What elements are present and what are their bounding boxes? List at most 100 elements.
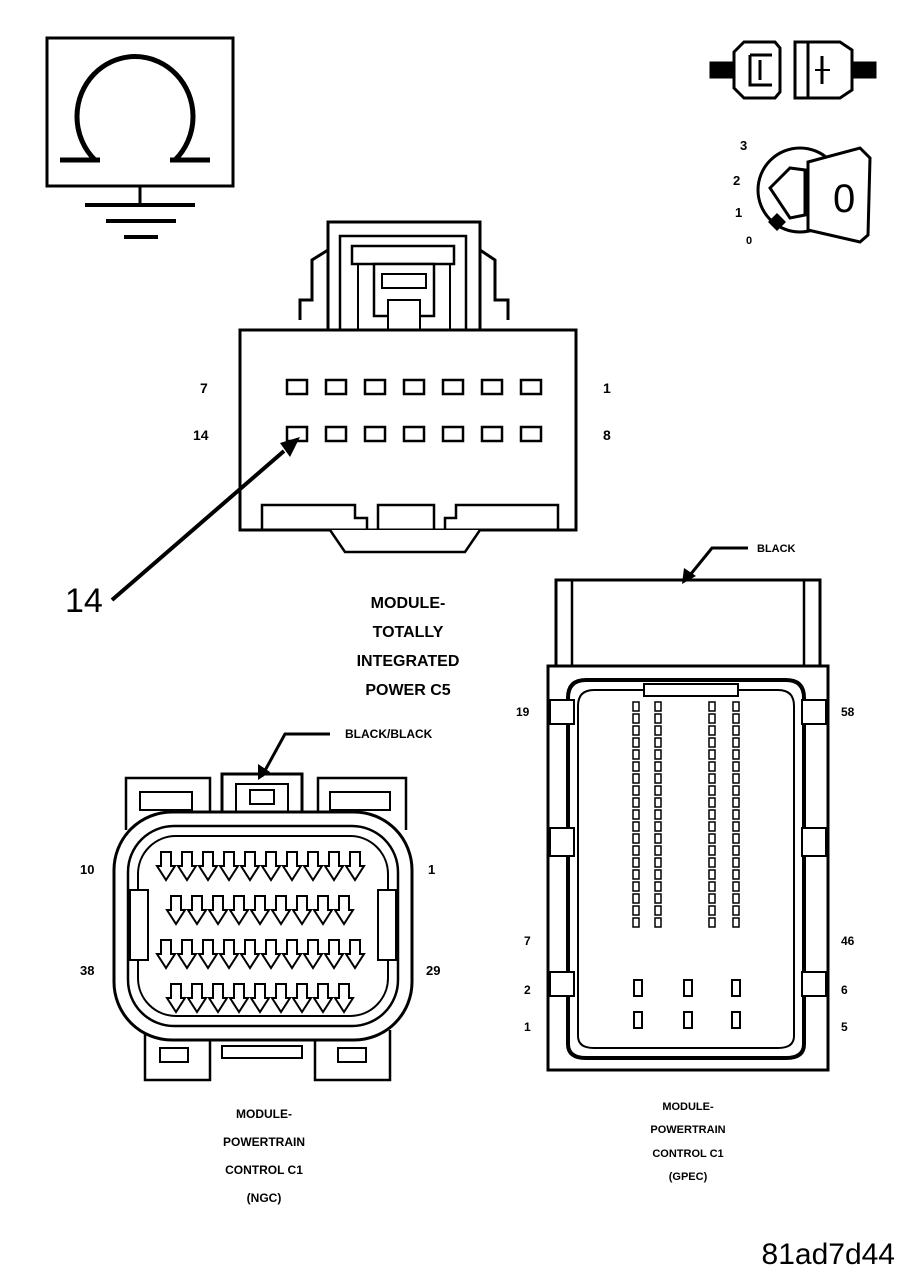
gpec-pin-cavity — [632, 869, 640, 880]
gpec-pin-cavity — [708, 725, 716, 736]
ohmmeter-ground-icon — [45, 36, 235, 239]
gpec-pin-cavity — [632, 773, 640, 784]
gpec-power-cavity — [683, 979, 693, 997]
ngc-pin-terminal — [323, 851, 345, 882]
gpec-pin-cavity — [732, 881, 740, 892]
gpec-pin-cavity — [654, 701, 662, 712]
gpec-pin-cavity — [732, 725, 740, 736]
ngc-pin-terminal — [249, 983, 271, 1014]
ngc-pin-terminal — [165, 983, 187, 1014]
gpec-power-cavity — [731, 979, 741, 997]
tipm-pin-label-8: 8 — [603, 427, 611, 443]
gpec-pin-cavity — [732, 833, 740, 844]
gpec-pin-cavity — [732, 821, 740, 832]
ngc-pin-terminal — [186, 895, 208, 926]
gpec-pin-cavity — [708, 797, 716, 808]
ngc-pin-terminal — [218, 939, 240, 970]
gpec-power-cavity — [633, 1011, 643, 1029]
gpec-pin-cavity — [632, 797, 640, 808]
gpec-pin-cavity — [654, 737, 662, 748]
ngc-pin-terminal — [228, 983, 250, 1014]
gpec-pin-label-6: 6 — [841, 983, 848, 997]
gpec-pin-cavity — [708, 917, 716, 928]
tipm-pin-cavity — [402, 425, 426, 443]
gpec-pin-cavity — [708, 857, 716, 868]
gpec-pin-cavity — [632, 893, 640, 904]
tipm-pin-cavity — [480, 425, 504, 443]
gpec-pin-cavity — [732, 701, 740, 712]
gpec-pin-cavity — [654, 857, 662, 868]
ngc-pin-terminal — [312, 983, 334, 1014]
ngc-pin-terminal — [344, 939, 366, 970]
gpec-pin-cavity — [732, 869, 740, 880]
ngc-pin-terminal — [155, 851, 177, 882]
gpec-color-callout — [682, 546, 748, 584]
gpec-pin-cavity — [708, 821, 716, 832]
gpec-caption-line-3: CONTROL C1 — [652, 1148, 723, 1160]
tipm-caption-line-3: INTEGRATED — [357, 653, 460, 670]
gpec-pin-cavity — [708, 893, 716, 904]
gpec-pin-cavity — [654, 749, 662, 760]
ngc-pin-terminal — [260, 851, 282, 882]
ngc-pin-terminal — [291, 895, 313, 926]
tipm-caption-line-4: POWER C5 — [365, 682, 450, 699]
tipm-pin-cavity — [441, 378, 465, 396]
ngc-color-label: BLACK/BLACK — [345, 727, 433, 741]
ngc-pin-terminal — [165, 895, 187, 926]
gpec-power-cavity — [683, 1011, 693, 1029]
gpec-pin-cavity — [654, 797, 662, 808]
gpec-pin-cavity — [632, 713, 640, 724]
gpec-pin-cavity — [708, 905, 716, 916]
gpec-pin-cavity — [708, 809, 716, 820]
gpec-pin-cavity — [732, 749, 740, 760]
ngc-pin-terminal — [291, 983, 313, 1014]
gpec-pin-cavity — [708, 881, 716, 892]
gpec-pin-cavity — [632, 725, 640, 736]
tipm-pin-cavity — [285, 378, 309, 396]
ngc-pin-terminal — [197, 851, 219, 882]
gpec-pin-cavity — [654, 821, 662, 832]
ngc-pin-terminal — [333, 983, 355, 1014]
ngc-pin-terminal — [249, 895, 271, 926]
gpec-pin-cavity — [654, 761, 662, 772]
gpec-pin-cavity — [708, 845, 716, 856]
gpec-pin-cavity — [654, 833, 662, 844]
tipm-pin-cavity — [324, 425, 348, 443]
gpec-color-label: BLACK — [757, 543, 796, 555]
gpec-pin-cavity — [708, 737, 716, 748]
ngc-pin-label-38: 38 — [80, 963, 94, 978]
ngc-pin-terminal — [239, 939, 261, 970]
gpec-pin-label-7: 7 — [524, 934, 531, 948]
gpec-pin-cavity — [632, 917, 640, 928]
gpec-pin-cavity — [654, 809, 662, 820]
ngc-pin-label-29: 29 — [426, 963, 440, 978]
tipm-caption-line-1: MODULE- — [371, 595, 446, 612]
ngc-caption-line-1: MODULE- — [236, 1107, 292, 1121]
ngc-pin-terminal — [302, 939, 324, 970]
ngc-pin-terminal — [207, 895, 229, 926]
gpec-power-cavity — [731, 1011, 741, 1029]
gpec-pin-cavity — [708, 833, 716, 844]
ngc-c1-connector — [112, 772, 414, 1082]
gpec-pin-cavity — [732, 893, 740, 904]
ngc-caption-line-2: POWERTRAIN — [223, 1135, 305, 1149]
gpec-pin-label-5: 5 — [841, 1020, 848, 1034]
ignition-key-icon: 0 3 2 1 0 — [733, 138, 872, 247]
ngc-pin-terminal — [312, 895, 334, 926]
ngc-pin-terminal — [155, 939, 177, 970]
tipm-pin-cavity — [402, 378, 426, 396]
ngc-pin-terminal — [186, 983, 208, 1014]
gpec-c1-connector — [546, 578, 830, 1072]
gpec-pin-cavity — [654, 869, 662, 880]
gpec-pin-cavity — [654, 917, 662, 928]
pin-14-callout-arrow — [110, 437, 300, 602]
gpec-pin-cavity — [632, 881, 640, 892]
gpec-pin-cavity — [632, 761, 640, 772]
ngc-pin-terminal — [239, 851, 261, 882]
gpec-pin-cavity — [632, 701, 640, 712]
ngc-pin-grid — [155, 851, 366, 1014]
ngc-pin-label-1: 1 — [428, 862, 435, 877]
tipm-pin-label-7: 7 — [200, 380, 208, 396]
ngc-pin-terminal — [281, 939, 303, 970]
